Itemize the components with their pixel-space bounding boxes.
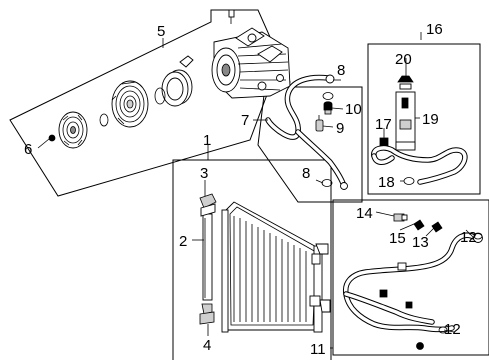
- callout-16: 16: [426, 21, 443, 38]
- callout-13: 13: [412, 234, 429, 251]
- callout-9: 9: [336, 120, 344, 137]
- accumulator-cap: [397, 75, 414, 90]
- receiver-drier: [202, 213, 213, 301]
- line-group-box: [332, 199, 489, 356]
- callout-6: 6: [24, 141, 32, 158]
- discharge-hose: [265, 74, 348, 190]
- leader-lines: [37, 32, 475, 349]
- pressure-valve: [323, 101, 333, 115]
- suction-o-ring: [403, 177, 415, 185]
- accumulator-inlet-fitting: [379, 132, 389, 147]
- callout-4: 4: [203, 337, 211, 354]
- callout-7: 7: [241, 112, 249, 129]
- callout-5: 5: [157, 23, 165, 40]
- callout-14: 14: [356, 205, 373, 222]
- line-clip-13: [431, 221, 443, 233]
- pressure-switch: [315, 115, 324, 132]
- o-ring-upper: [322, 92, 334, 100]
- condenser-group-box: [172, 159, 332, 360]
- callout-1: 1: [203, 132, 211, 149]
- callout-2: 2: [179, 233, 187, 250]
- callout-12a: 12: [460, 229, 477, 246]
- condenser: [221, 201, 331, 333]
- clutch-hub: [58, 111, 88, 149]
- snap-ring: [154, 87, 166, 105]
- callout-19: 19: [422, 111, 439, 128]
- drier-cap-top: [199, 193, 217, 217]
- o-ring-line-lower: [438, 326, 448, 334]
- compressor: [211, 27, 291, 99]
- o-ring-line-upper: [473, 232, 483, 240]
- clutch-field-coil: [161, 55, 194, 107]
- shim-washer: [99, 113, 109, 127]
- callout-11: 11: [310, 341, 326, 358]
- callout-8a: 8: [337, 62, 345, 79]
- callout-10: 10: [345, 101, 362, 118]
- callout-3: 3: [200, 165, 208, 182]
- compressor-bolt: [228, 9, 235, 24]
- callout-18: 18: [378, 174, 395, 191]
- clutch-nut: [48, 134, 56, 142]
- accumulator-group-box: [367, 43, 481, 195]
- callout-8b: 8: [302, 165, 310, 182]
- callout-20: 20: [395, 51, 412, 68]
- drier-plug-bottom: [199, 303, 215, 325]
- liquid-line-fitting: [393, 213, 408, 222]
- callout-15: 15: [389, 230, 406, 247]
- hose-group-box: [257, 86, 363, 203]
- line-clip-15: [413, 219, 425, 231]
- callout-17: 17: [375, 116, 392, 133]
- liquid-line: [342, 232, 483, 350]
- suction-hose: [371, 145, 468, 185]
- clutch-pulley: [111, 80, 149, 128]
- accumulator: [395, 91, 416, 151]
- callout-12b: 12: [444, 321, 461, 338]
